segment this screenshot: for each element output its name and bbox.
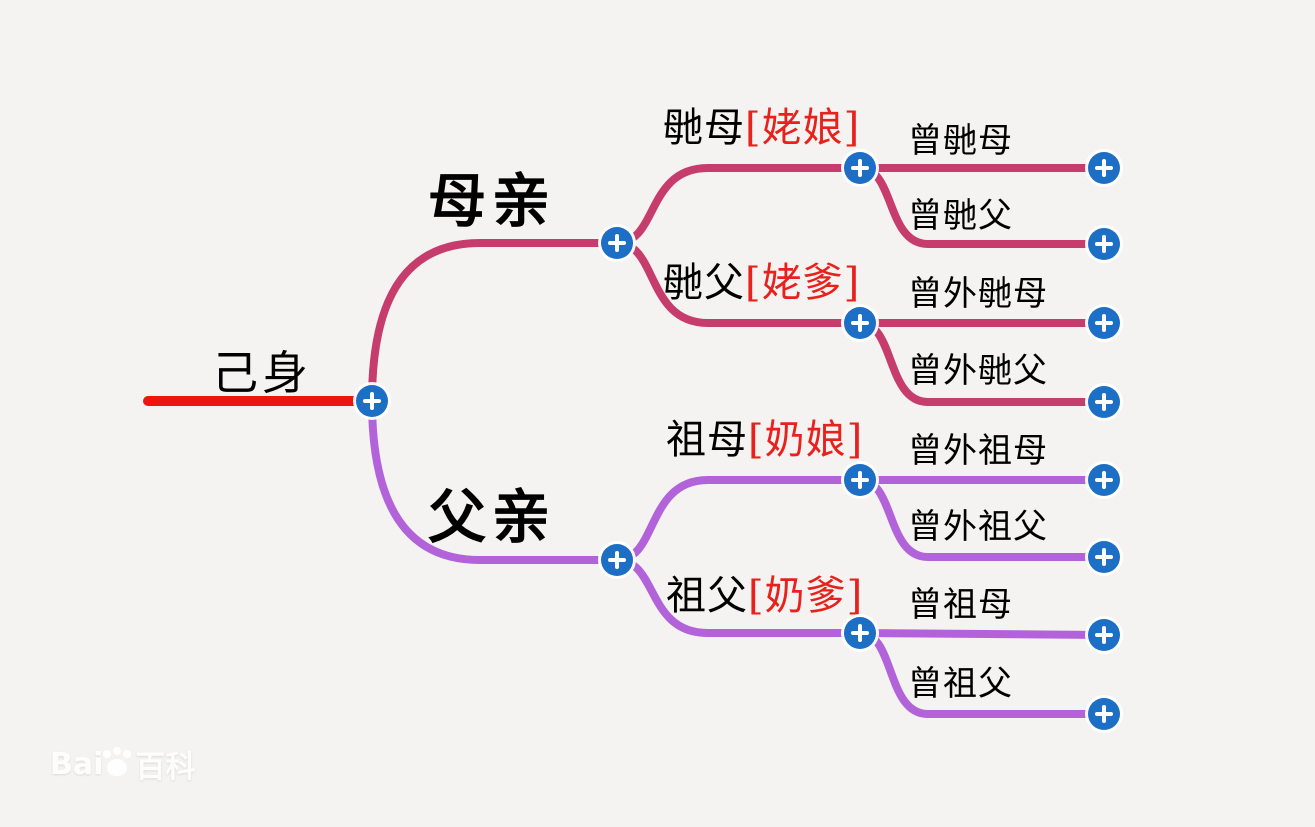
plus-icon-root[interactable] [356,385,388,417]
plus-icon-leaf-zengwaizumu[interactable] [1088,464,1120,496]
node-zumu-alt: [奶娘] [748,417,864,463]
leaf-zengwaizumu-label: 曾外祖母 [908,431,1048,471]
node-jiefu-label: 毑父[姥爹] [663,263,860,303]
plus-icon-father[interactable] [601,544,633,576]
node-jiefu-alt: [姥爹] [745,260,861,306]
node-zufu-alt: [奶爹] [748,573,864,619]
leaf-zengzumu-label: 曾祖母 [908,585,1013,625]
edge-father-zumu [613,476,864,564]
plus-icon-zumu[interactable] [844,464,876,496]
node-father-label: 父亲 [428,483,557,551]
edge-mother-jiemu [613,164,864,247]
leaf-zengjiefu-label: 曾毑父 [908,196,1013,236]
plus-icon-jiefu[interactable] [844,307,876,339]
node-jiefu-main: 毑父 [663,260,745,306]
leaf-zengjiemu-label: 曾毑母 [908,121,1013,161]
plus-icon-leaf-zengzumu[interactable] [1088,619,1120,651]
plus-icon-leaf-zengwaizufu[interactable] [1088,541,1120,573]
edge-root-mother [368,239,621,405]
plus-icon-leaf-zengwaijiemu[interactable] [1088,307,1120,339]
leaf-zengwaijiefu-label: 曾外毑父 [908,351,1048,391]
leaf-zengzufu-label: 曾祖父 [908,664,1013,704]
edge-root-father [368,397,621,564]
plus-icon-mother[interactable] [601,227,633,259]
edge-zufu-leaf1 [856,629,1108,639]
leaf-zengwaijiemu-label: 曾外毑母 [908,274,1048,314]
node-mother-label: 母亲 [428,167,557,235]
node-jiemu-alt: [姥娘] [745,105,861,151]
node-jiemu-main: 毑母 [663,105,745,151]
baidu-watermark: Bai 百科 [50,742,195,786]
node-self-label: 己身 [212,346,312,400]
baidu-paw-icon [103,749,128,776]
plus-icon-leaf-zengjiefu[interactable] [1088,228,1120,260]
leaf-zengwaizufu-label: 曾外祖父 [908,507,1048,547]
watermark-prefix: Bai [50,746,104,782]
plus-icon-leaf-zengzufu[interactable] [1088,698,1120,730]
plus-icon-jiemu[interactable] [844,152,876,184]
plus-icon-leaf-zengjiemu[interactable] [1088,152,1120,184]
watermark-suffix: 百科 [135,750,196,785]
plus-icon-zufu[interactable] [844,617,876,649]
node-jiemu-label: 毑母[姥娘] [663,108,860,148]
node-zufu-label: 祖父[奶爹] [666,576,863,616]
node-zufu-main: 祖父 [666,573,748,619]
node-zumu-label: 祖母[奶娘] [666,420,863,460]
plus-icon-leaf-zengwaijiefu[interactable] [1088,386,1120,418]
node-zumu-main: 祖母 [666,417,748,463]
